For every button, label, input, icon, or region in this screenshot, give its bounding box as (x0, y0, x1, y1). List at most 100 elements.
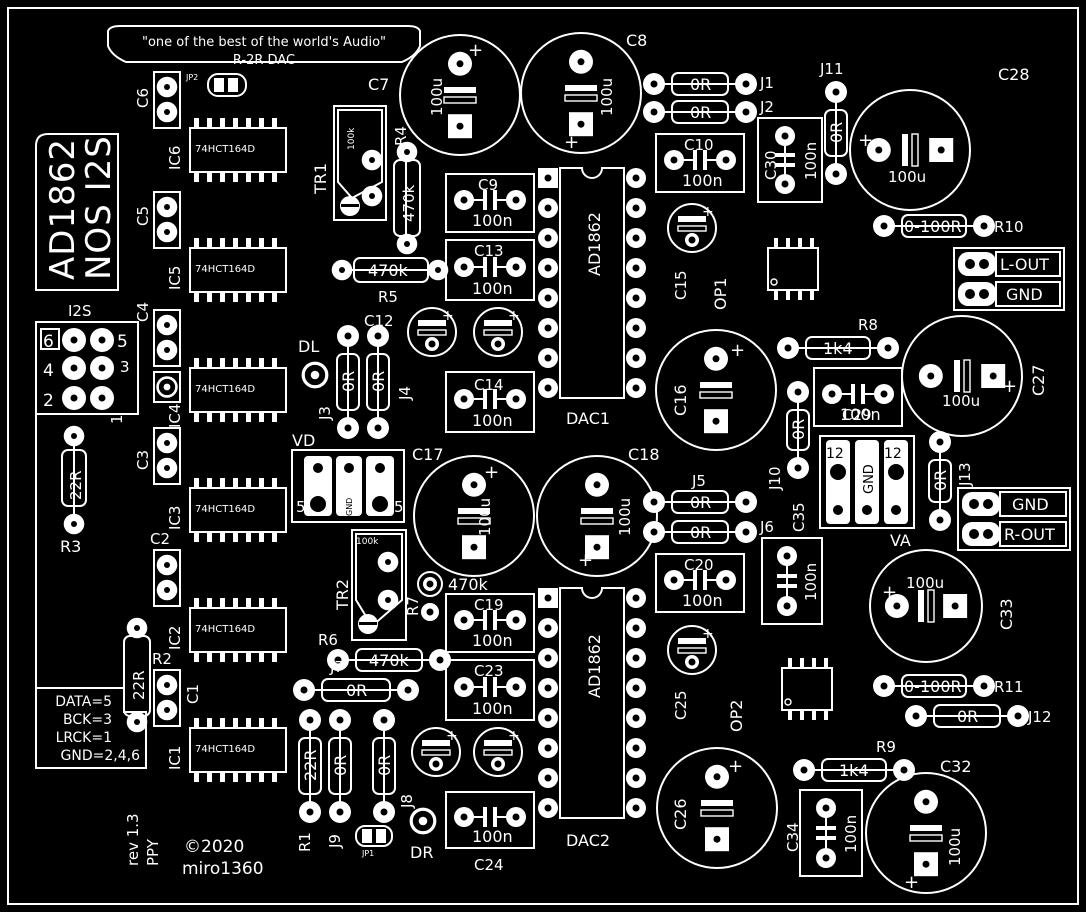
ic-pin (207, 238, 212, 248)
pad-hole (632, 684, 640, 692)
j12-body-value: 0R (957, 707, 978, 726)
ic4-value: 74HCT164D (195, 384, 255, 395)
c22-body (473, 727, 523, 777)
pad-hole (344, 332, 352, 340)
pad-hole (670, 576, 678, 584)
ic-pin (194, 172, 199, 182)
cap-plate (677, 225, 707, 232)
ic-pin (259, 652, 264, 662)
pad-hole (544, 354, 552, 362)
ic-pin (233, 598, 238, 608)
r5-ref: R5 (378, 288, 398, 306)
pad-hole (460, 813, 468, 821)
ic-pin (220, 532, 225, 542)
pad-hole (794, 464, 802, 472)
c3-ref: C3 (134, 450, 152, 470)
pad-hole (460, 683, 468, 691)
l-gnd-label: GND (1006, 285, 1043, 304)
small-electrolytics: ++++++ (407, 203, 717, 777)
r7-ref: R7 (404, 596, 422, 616)
j2-body-value: 0R (690, 103, 711, 122)
ic-pin (220, 358, 225, 368)
r1-ref: R1 (296, 832, 314, 852)
dac1-ref: DAC1 (566, 409, 610, 428)
pad-hole (494, 760, 502, 768)
vd-label: VD (292, 431, 315, 450)
cap-gap (487, 677, 493, 697)
c24-body (445, 791, 535, 849)
author-text: miro1360 (182, 859, 264, 879)
c19-body (445, 593, 535, 653)
tr1-ref: TR1 (311, 163, 330, 195)
pad-hole (650, 498, 658, 506)
pad-hole (900, 766, 908, 774)
r4-value: 470k (400, 184, 418, 222)
c27-ref: C27 (1029, 364, 1048, 396)
c14-body (445, 371, 535, 433)
plus-mark: + (702, 204, 714, 220)
pad-hole (781, 132, 789, 140)
c21-body (411, 727, 461, 777)
cap-plate (693, 150, 697, 170)
j7-ref: J7 (329, 658, 344, 676)
ic-pin (259, 478, 264, 488)
c33-body (869, 549, 983, 663)
r2-value: 22R (130, 670, 148, 700)
pad-hole (544, 234, 552, 242)
pad-hole (632, 744, 640, 752)
cap-plate (699, 391, 733, 399)
ic-pin (246, 598, 251, 608)
c34-body (799, 789, 863, 877)
r11-body (901, 674, 967, 698)
c25-ref: C25 (672, 690, 690, 720)
cap-plate (483, 257, 487, 277)
c15-ref: C15 (672, 270, 690, 300)
pad-hole (632, 174, 640, 182)
r9-body (821, 758, 887, 782)
cap-plate (701, 800, 733, 806)
pad-hole (344, 424, 352, 432)
ic-pin (207, 772, 212, 782)
va-label: VA (890, 531, 911, 550)
ic-pin (272, 772, 277, 782)
ic-pin (246, 772, 251, 782)
j5-body (671, 490, 729, 514)
ic-pin (246, 412, 251, 422)
vd-header (291, 449, 405, 523)
c13-body-value: 100n (472, 279, 513, 298)
j9-body-value: 0R (331, 755, 350, 776)
pad-hole (632, 384, 640, 392)
ic-pin (259, 532, 264, 542)
c1-ref: C1 (184, 684, 202, 704)
j12-body (933, 704, 1001, 728)
r8-body-value: 1k4 (823, 339, 853, 358)
c30-body-value: 100n (802, 142, 820, 180)
dac2-value: AD1862 (585, 634, 604, 698)
pad-hole (884, 344, 892, 352)
pad-hole (426, 580, 434, 588)
c28-value: 100u (888, 168, 926, 186)
j6-body (671, 520, 729, 544)
pad-hole (632, 654, 640, 662)
pad-hole (632, 774, 640, 782)
pad-hole (712, 417, 720, 425)
r3-value: 22R (67, 470, 85, 500)
ic-pin (207, 718, 212, 728)
cap-plate (700, 382, 732, 388)
j6-ref: J6 (759, 518, 774, 536)
plus-mark: + (446, 728, 458, 744)
ic-pin (194, 412, 199, 422)
ic-pin (233, 358, 238, 368)
pad-hole (544, 744, 552, 752)
ic-pin (194, 238, 199, 248)
ic-pin (194, 118, 199, 128)
j13-body-value: 0R (931, 470, 950, 491)
ic-pin (246, 478, 251, 488)
c19-ref: C19 (474, 596, 504, 614)
cap-gap (487, 190, 493, 210)
cap-plate (457, 517, 491, 525)
pad-hole (632, 804, 640, 812)
pad-hole (300, 686, 308, 694)
pad-hole (800, 766, 808, 774)
dac1-value: AD1862 (585, 212, 604, 276)
